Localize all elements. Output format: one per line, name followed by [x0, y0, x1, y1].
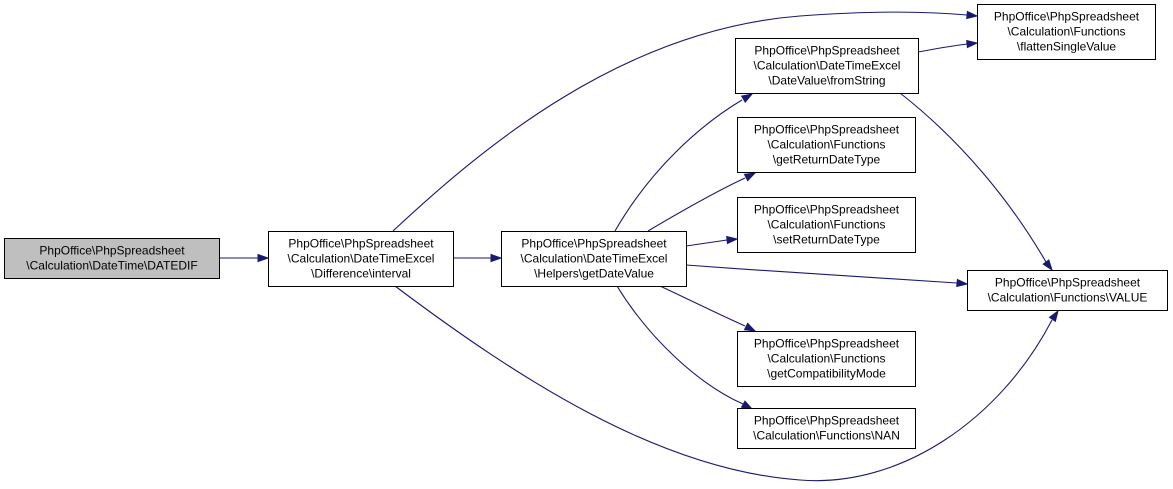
node-datedif: PhpOffice\PhpSpreadsheet\Calculation\Dat… — [4, 238, 220, 279]
edge-line — [899, 92, 1047, 263]
node-label-line: PhpOffice\PhpSpreadsheet — [754, 203, 900, 217]
node-label-line: PhpOffice\PhpSpreadsheet — [521, 237, 667, 251]
edge-fromString-to-value — [899, 92, 1053, 272]
edge-getDateValue-to-value — [685, 264, 969, 288]
node-label-line: \Calculation\DateTimeExcel — [288, 252, 435, 266]
node-label-line: \Difference\interval — [311, 267, 411, 281]
node-label-line: PhpOffice\PhpSpreadsheet — [39, 244, 185, 258]
edge-line — [392, 11, 968, 232]
node-label-line: PhpOffice\PhpSpreadsheet — [754, 44, 900, 58]
arrowhead-icon — [726, 235, 739, 245]
node-label-line: \Calculation\DateTime\DATEDIF — [26, 259, 197, 273]
node-box — [735, 38, 919, 94]
arrowhead-icon — [1048, 309, 1059, 323]
edge-line — [685, 264, 958, 284]
node-interval[interactable]: PhpOffice\PhpSpreadsheet\Calculation\Dat… — [268, 231, 454, 287]
node-label-line: \Calculation\Functions\VALUE — [988, 291, 1148, 305]
edge-getDateValue-to-nan — [616, 285, 754, 410]
node-label-line: PhpOffice\PhpSpreadsheet — [754, 337, 900, 351]
node-label-line: PhpOffice\PhpSpreadsheet — [994, 10, 1140, 24]
edge-interval-to-value — [394, 285, 1059, 482]
edge-getDateValue-to-getReturnDateType — [647, 172, 757, 232]
edge-interval-to-flattenSingleValue — [392, 10, 979, 232]
arrowhead-icon — [490, 253, 503, 263]
edges-layer — [219, 10, 1059, 482]
node-label-line: \DateValue\fromString — [768, 74, 885, 88]
node-box — [501, 231, 687, 287]
node-label-line: \flattenSingleValue — [1017, 40, 1117, 54]
node-getDateValue[interactable]: PhpOffice\PhpSpreadsheet\Calculation\Dat… — [501, 231, 687, 287]
node-label-line: PhpOffice\PhpSpreadsheet — [754, 123, 900, 137]
nodes-layer: PhpOffice\PhpSpreadsheet\Calculation\Dat… — [4, 4, 1168, 449]
node-label-line: \Helpers\getDateValue — [534, 267, 654, 281]
node-nan[interactable]: PhpOffice\PhpSpreadsheet\Calculation\Fun… — [737, 408, 916, 449]
node-getCompatibilityMode[interactable]: PhpOffice\PhpSpreadsheet\Calculation\Fun… — [737, 331, 916, 387]
arrowhead-icon — [956, 278, 969, 288]
edge-line — [917, 43, 968, 53]
node-box — [737, 331, 916, 387]
edge-datedif-to-interval — [219, 253, 270, 263]
node-label-line: \Calculation\Functions — [767, 138, 885, 152]
node-label-line: \getCompatibilityMode — [767, 367, 886, 381]
node-box — [977, 4, 1156, 60]
node-box — [737, 408, 916, 449]
node-box — [737, 197, 916, 253]
node-getReturnDateType[interactable]: PhpOffice\PhpSpreadsheet\Calculation\Fun… — [737, 117, 916, 173]
node-label-line: \Calculation\Functions\NAN — [753, 429, 900, 443]
node-label-line: \Calculation\DateTimeExcel — [754, 59, 901, 73]
node-box — [268, 231, 454, 287]
edge-fromString-to-flattenSingleValue — [917, 39, 979, 53]
node-label-line: PhpOffice\PhpSpreadsheet — [995, 276, 1141, 290]
arrowhead-icon — [966, 10, 979, 20]
edge-getDateValue-to-getCompatibilityMode — [659, 285, 757, 332]
node-label-line: PhpOffice\PhpSpreadsheet — [288, 237, 434, 251]
edge-line — [614, 99, 743, 232]
node-label-line: \Calculation\Functions — [767, 352, 885, 366]
node-box — [737, 117, 916, 173]
arrowhead-icon — [740, 93, 754, 104]
node-setReturnDateType[interactable]: PhpOffice\PhpSpreadsheet\Calculation\Fun… — [737, 197, 916, 253]
arrowhead-icon — [743, 322, 757, 332]
edge-line — [685, 239, 728, 247]
arrowhead-icon — [966, 39, 979, 49]
node-label-line: \Calculation\Functions — [767, 218, 885, 232]
node-fromString[interactable]: PhpOffice\PhpSpreadsheet\Calculation\Dat… — [735, 38, 919, 94]
arrowhead-icon — [1042, 259, 1053, 272]
node-label-line: \Calculation\Functions — [1007, 25, 1125, 39]
edge-getDateValue-to-setReturnDateType — [685, 235, 739, 247]
node-label-line: \Calculation\DateTimeExcel — [521, 252, 668, 266]
node-value[interactable]: PhpOffice\PhpSpreadsheet\Calculation\Fun… — [967, 270, 1168, 311]
edge-line — [659, 285, 746, 327]
edge-line — [647, 177, 746, 232]
arrowhead-icon — [743, 172, 757, 182]
node-flattenSingleValue[interactable]: PhpOffice\PhpSpreadsheet\Calculation\Fun… — [977, 4, 1156, 60]
edge-interval-to-getDateValue — [453, 253, 503, 263]
arrowhead-icon — [740, 400, 754, 410]
edge-line — [616, 285, 744, 405]
node-label-line: \getReturnDateType — [773, 153, 881, 167]
edge-getDateValue-to-fromString — [614, 93, 754, 232]
edge-line — [394, 285, 1053, 482]
node-label-line: PhpOffice\PhpSpreadsheet — [754, 414, 900, 428]
node-box — [967, 270, 1168, 311]
node-box — [4, 238, 220, 279]
arrowhead-icon — [257, 253, 270, 263]
node-label-line: \setReturnDateType — [773, 233, 880, 247]
